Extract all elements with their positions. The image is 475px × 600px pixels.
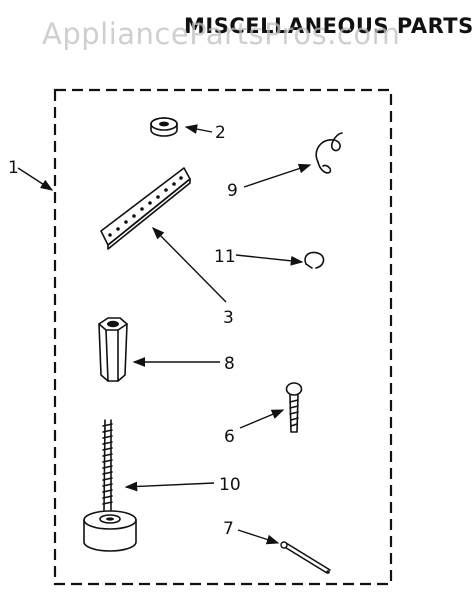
- callout-1: 1: [8, 158, 19, 178]
- leader-2: [184, 124, 213, 134]
- leader-9: [243, 163, 312, 188]
- callout-9: 9: [227, 181, 238, 201]
- coupling-nut-icon: [98, 317, 128, 382]
- leader-1: [17, 167, 54, 191]
- callout-10: 10: [219, 475, 241, 495]
- retaining-ring-icon: [304, 251, 325, 269]
- clip-icon: [315, 132, 343, 174]
- watermark: AppliancePartsPros.com: [42, 17, 400, 51]
- washer-icon: [150, 117, 178, 137]
- pin-icon: [280, 541, 331, 574]
- leader-11: [235, 254, 304, 266]
- leader-6: [239, 409, 285, 429]
- leveling-leg-icon: [83, 419, 137, 552]
- leader-3: [152, 227, 227, 303]
- callout-2: 2: [215, 123, 226, 143]
- bracket-icon: [100, 167, 191, 250]
- callout-7: 7: [223, 519, 234, 539]
- callout-6: 6: [224, 427, 235, 447]
- kit-boundary: [53, 88, 393, 586]
- callout-11: 11: [214, 247, 236, 267]
- callout-8: 8: [224, 354, 235, 374]
- diagram-title: MISCELLANEOUS PARTS: [184, 14, 474, 38]
- screw-icon: [285, 382, 303, 433]
- leader-10: [124, 481, 215, 492]
- leader-7: [237, 529, 280, 545]
- callout-3: 3: [223, 308, 234, 328]
